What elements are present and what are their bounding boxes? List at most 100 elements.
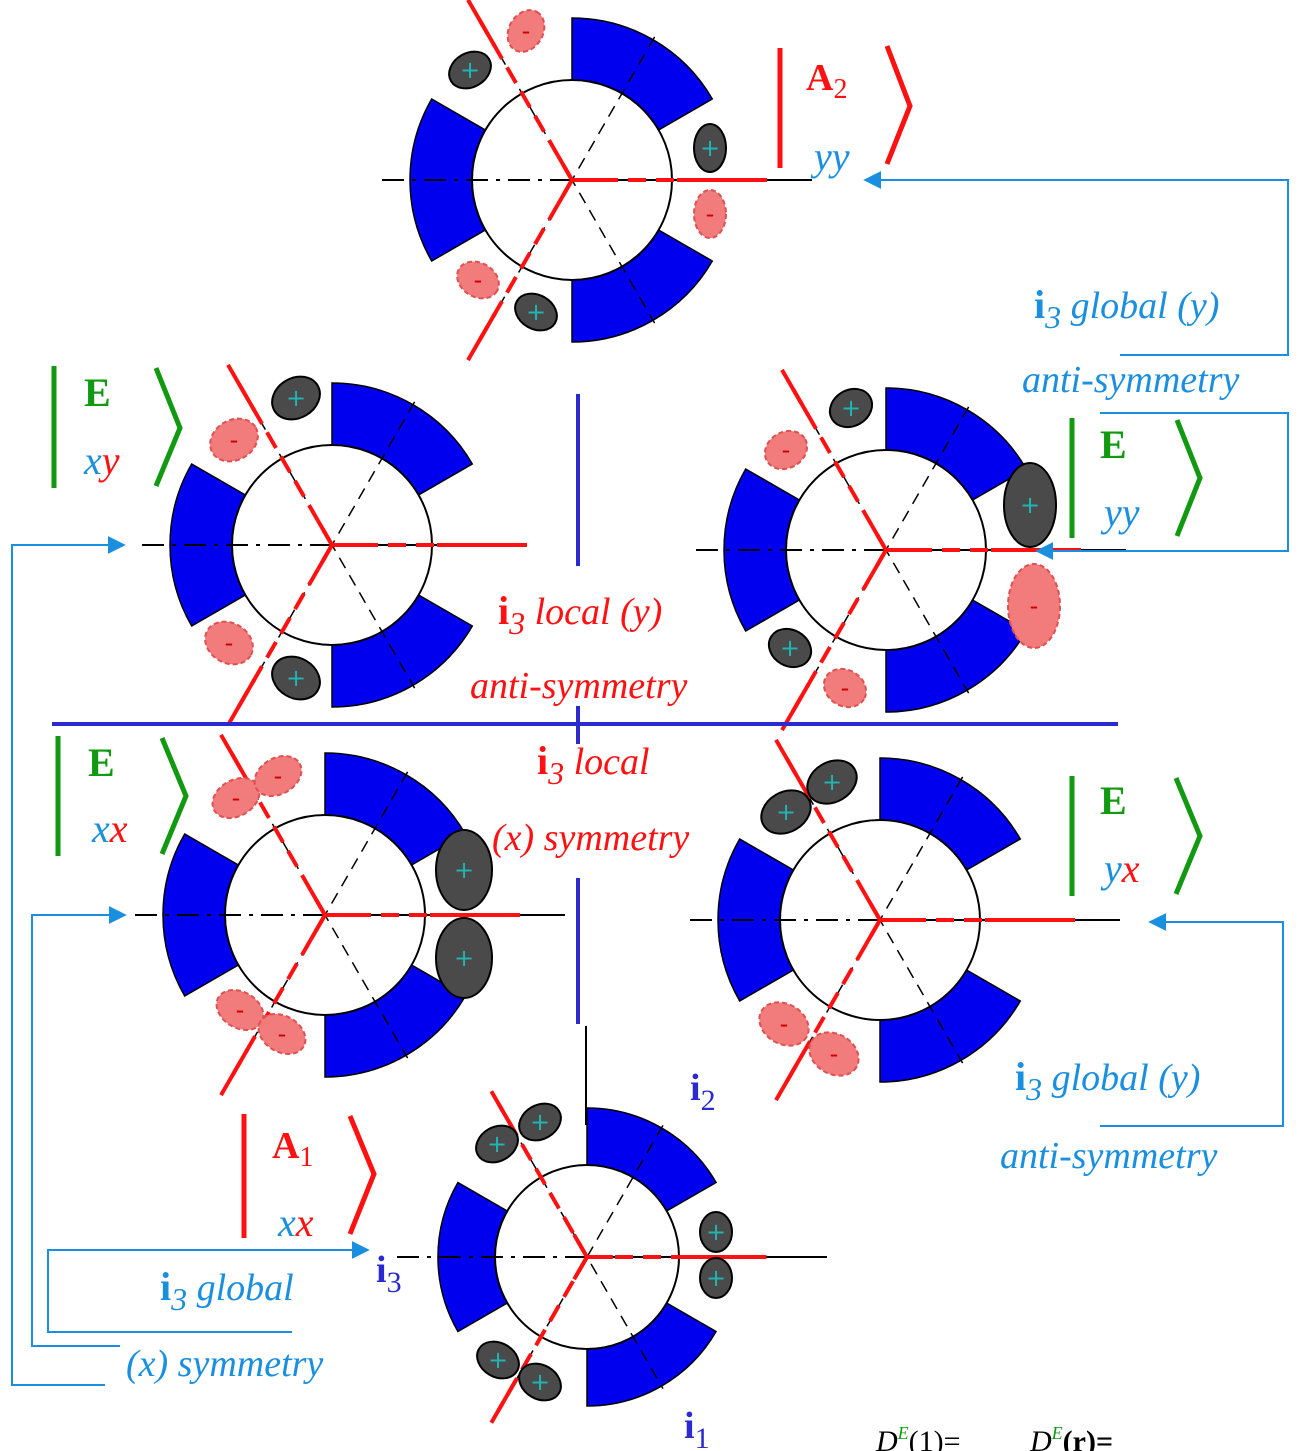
lobe-negative xyxy=(758,1001,810,1047)
molecule-4: --++-- xyxy=(135,733,565,1097)
ket-E-xx-first: x xyxy=(91,806,110,851)
axis-dashed-line xyxy=(510,1124,664,1390)
label-local-x-i: i xyxy=(537,738,548,783)
arrow-global-y-top xyxy=(863,171,1289,356)
sign-minus: - xyxy=(278,1020,287,1048)
label-global-y-bottom-note: anti-symmetry xyxy=(1000,1135,1218,1177)
lobe-shape xyxy=(806,759,858,805)
red-radial xyxy=(234,377,334,546)
red-center xyxy=(864,919,882,946)
axis-i1-sub: 1 xyxy=(695,1422,710,1451)
lobe-negative xyxy=(808,1031,860,1077)
red-end xyxy=(774,738,805,787)
lobe-negative xyxy=(822,667,868,709)
sign-minus: - xyxy=(780,1010,789,1038)
axis-label-i2: i2 xyxy=(690,1067,716,1117)
red-radial xyxy=(474,179,574,348)
svg-text:i3 global: i3 global xyxy=(160,1264,294,1317)
sign-minus: - xyxy=(841,674,850,702)
lobe-positive xyxy=(1003,462,1057,548)
lobe-shape xyxy=(475,1124,519,1164)
ket-E-xy-second: y xyxy=(98,438,120,483)
red-end xyxy=(780,368,811,417)
lobe-positive xyxy=(699,1211,733,1253)
sign-plus: + xyxy=(776,798,796,826)
matrix-label-Dr: DE(r)= xyxy=(1029,1423,1113,1451)
label-global-y-top-note: anti-symmetry xyxy=(1022,359,1240,401)
molecule-3: +-+-+- xyxy=(696,368,1126,732)
sign-plus: + xyxy=(706,1218,726,1246)
matrix-Dr-arg: (r)= xyxy=(1063,1425,1113,1451)
matrix-label-D1: DE(1)= xyxy=(875,1423,961,1451)
lobe-positive xyxy=(693,123,727,173)
molecule-5: ++-- xyxy=(690,738,1120,1102)
sign-minus: - xyxy=(1030,592,1039,620)
lobe-negative xyxy=(257,1013,307,1055)
lobe-shape xyxy=(822,667,868,709)
label-local-y-text: local (y) xyxy=(525,591,662,633)
red-end xyxy=(489,1090,518,1135)
sign-minus: - xyxy=(236,996,245,1024)
label-global-y-top-sub: 3 xyxy=(1044,299,1061,335)
sign-plus: + xyxy=(487,1130,507,1158)
red-center xyxy=(316,519,334,546)
label-local-x-text: local xyxy=(564,741,649,783)
label-global-x-note: (x) symmetry xyxy=(126,1343,323,1385)
sign-plus: + xyxy=(530,1368,550,1396)
ket-A1-symbol: A xyxy=(272,1125,300,1167)
sign-plus: + xyxy=(1020,491,1040,519)
lobe-shape xyxy=(506,9,546,53)
label-global-x-i: i xyxy=(160,1264,171,1309)
red-center xyxy=(870,524,888,551)
lobe-positive xyxy=(699,1257,733,1299)
red-radial xyxy=(788,548,888,718)
lobe-shape xyxy=(204,620,254,666)
lobe-positive xyxy=(518,1362,562,1402)
red-center xyxy=(864,894,882,921)
red-radial xyxy=(227,747,327,917)
ket-E-yy-label: yy xyxy=(1100,490,1140,535)
lobe-negative xyxy=(506,9,546,53)
lobe-shape xyxy=(808,1031,860,1077)
ket-E-xy: E xy xyxy=(51,366,183,488)
ket-E-xx: E xx xyxy=(55,736,189,856)
sign-minus: - xyxy=(830,1040,839,1068)
svg-text:i3 global (y): i3 global (y) xyxy=(1034,282,1219,335)
label-local-y-sub: 3 xyxy=(508,605,525,641)
red-radial xyxy=(782,918,882,1088)
lobe-shape xyxy=(456,260,500,300)
lobe-shape xyxy=(518,1362,562,1402)
red-end xyxy=(226,678,257,727)
molecule-1: +-+--+ xyxy=(382,0,812,362)
sign-plus: + xyxy=(841,394,861,422)
lobe-shape xyxy=(693,123,727,173)
ket-E-xy-first: x xyxy=(83,438,102,483)
ket-E-xx-second: x xyxy=(109,806,128,851)
label-local-y-note: anti-symmetry xyxy=(470,665,688,707)
lobe-shape xyxy=(209,417,259,463)
lobe-positive xyxy=(271,375,321,421)
svg-text:A1: A1 xyxy=(272,1125,313,1173)
lobe-shape xyxy=(699,1257,733,1299)
label-local-x-sub: 3 xyxy=(547,755,564,791)
arrow-global-x-mid xyxy=(31,906,127,1347)
lobe-positive xyxy=(475,1124,519,1164)
lobe-positive xyxy=(448,50,492,90)
red-center xyxy=(556,154,574,181)
lobe-positive xyxy=(435,829,493,911)
label-global-y-bottom-text: global (y) xyxy=(1042,1057,1200,1099)
sign-minus: - xyxy=(274,762,283,790)
red-end xyxy=(466,0,497,47)
molecule-6: ++++++ xyxy=(397,1090,827,1424)
lobe-shape xyxy=(1007,563,1061,649)
lobe-shape xyxy=(448,50,492,90)
sign-plus: + xyxy=(530,1108,550,1136)
matrix-Dr-prefix: D xyxy=(1029,1425,1052,1451)
axis-i3-sub: 3 xyxy=(387,1266,402,1299)
matrix-Dr-sup: E xyxy=(1051,1423,1063,1443)
lobe-shape xyxy=(514,292,558,332)
molecule-diagrams: +-+--++--++-+-+---++--++--++++++ xyxy=(135,0,1126,1424)
lobe-positive xyxy=(518,1102,562,1142)
red-center xyxy=(309,889,327,916)
lobe-shape xyxy=(518,1102,562,1142)
